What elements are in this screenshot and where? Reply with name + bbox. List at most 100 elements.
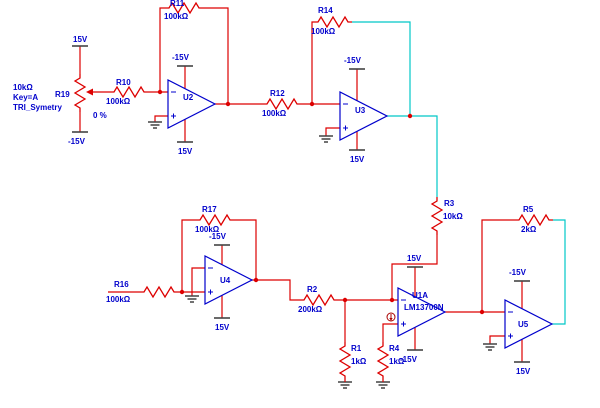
wire-net-r5-cyan[interactable] <box>552 219 566 325</box>
resistor-R5[interactable]: R5 2kΩ <box>515 205 553 234</box>
value-label: 100kΩ <box>311 27 336 36</box>
junction-dot <box>389 297 395 303</box>
resistor-body <box>140 285 178 299</box>
resistor-body <box>196 213 234 227</box>
power-neg-u5[interactable]: -15V <box>509 268 530 309</box>
ground-bars <box>319 135 333 143</box>
part-label: LM13700N <box>404 303 444 312</box>
ref-label: R19 <box>55 90 70 99</box>
ref-label: R4 <box>389 344 400 353</box>
ground-bars <box>483 343 497 351</box>
junction-dot <box>253 277 259 283</box>
power-pos-u4[interactable]: 15V <box>214 295 230 332</box>
opamp-U1A[interactable]: U1A LM13700N <box>386 287 447 337</box>
resistor-R17[interactable]: R17 100kΩ <box>195 205 234 234</box>
wire-feedback-r17[interactable] <box>181 219 257 292</box>
wire-net-r14-cyan[interactable] <box>352 21 411 116</box>
potentiometer-R19[interactable]: R19 10kΩ Key=A TRI_Symetry 0 % <box>13 74 110 120</box>
bias-arrowhead <box>389 318 393 321</box>
resistor-R11[interactable]: R11 100kΩ <box>164 0 203 21</box>
value-label: 10kΩ <box>443 212 463 221</box>
ref-label: R5 <box>523 205 534 214</box>
wire-u4-r2[interactable] <box>252 279 300 301</box>
triangle-body <box>167 79 217 129</box>
power-label: 15V <box>407 254 422 263</box>
segment <box>203 7 229 104</box>
resistor-R12[interactable]: R12 100kΩ <box>262 89 301 118</box>
ref-label: U1A <box>412 291 428 300</box>
opamp-U2[interactable]: U2 <box>167 79 217 129</box>
power-neg-u3[interactable]: -15V <box>344 56 365 101</box>
junction-dot <box>479 309 485 315</box>
segment <box>489 335 505 344</box>
value-label: 2kΩ <box>521 225 537 234</box>
wire-feedback-r14-tap[interactable] <box>311 21 314 104</box>
wire-u3-output-cyan[interactable] <box>387 115 438 197</box>
segment <box>391 235 438 300</box>
power-label: -15V <box>400 355 418 364</box>
ground-u4[interactable] <box>185 267 205 303</box>
power-neg-u2[interactable]: -15V <box>172 53 193 89</box>
power-neg-pot[interactable]: -15V <box>68 112 88 146</box>
value-label: 100kΩ <box>106 97 131 106</box>
power-pos-u5[interactable]: 15V <box>514 339 531 376</box>
resistor-body <box>73 74 87 112</box>
ground-u2[interactable] <box>148 115 168 129</box>
wire-feedback-r5[interactable] <box>481 219 515 312</box>
ground-u5[interactable] <box>483 335 505 351</box>
resistor-R1[interactable]: R1 1kΩ <box>338 342 367 380</box>
segment <box>234 219 257 280</box>
segment <box>159 7 165 92</box>
wire-feedback-r11[interactable] <box>159 7 229 104</box>
power-label: -15V <box>172 53 190 62</box>
value-label: 100kΩ <box>262 109 287 118</box>
ref-label: R2 <box>307 285 318 294</box>
ref-label: R3 <box>444 199 455 208</box>
power-neg-u1a[interactable]: -15V <box>400 327 423 364</box>
ground-r4[interactable] <box>376 380 390 389</box>
ref-label: U2 <box>183 93 194 102</box>
ground-u3[interactable] <box>319 127 340 143</box>
segment <box>387 115 438 197</box>
opamp-U4[interactable]: U4 <box>204 255 254 305</box>
value-label: 1kΩ <box>389 357 405 366</box>
power-neg-u4[interactable]: -15V <box>209 232 230 265</box>
segment <box>181 219 196 292</box>
ref-label: R16 <box>114 280 129 289</box>
value-label: 200kΩ <box>298 305 323 314</box>
resistor-body <box>376 342 390 380</box>
resistor-R3[interactable]: R3 10kΩ <box>430 197 463 235</box>
junction-dot <box>342 297 348 303</box>
power-label: -15V <box>509 268 527 277</box>
power-label: 15V <box>350 155 365 164</box>
resistor-R4[interactable]: R4 1kΩ <box>376 342 405 380</box>
power-pos-u3[interactable]: 15V <box>349 131 365 164</box>
triangle-body <box>504 299 554 349</box>
power-pos-pot[interactable]: 15V <box>72 35 88 74</box>
resistor-R16[interactable]: R16 100kΩ <box>106 280 178 304</box>
power-pos-u1a[interactable]: 15V <box>407 254 423 297</box>
segment <box>311 21 314 104</box>
ground-bars <box>338 381 352 389</box>
ground-bars <box>148 121 162 129</box>
junction-dot <box>225 101 231 107</box>
wire-r4-u1a[interactable] <box>382 323 398 342</box>
value-label: 10kΩ <box>13 83 33 92</box>
value-label: 100kΩ <box>164 12 189 21</box>
opamp-U3[interactable]: U3 <box>339 91 389 141</box>
ref-label: R10 <box>116 78 131 87</box>
resistor-R14[interactable]: R14 100kΩ <box>311 6 352 36</box>
power-pos-u2[interactable]: 15V <box>177 119 193 156</box>
wire-r3-u1a[interactable] <box>391 235 438 300</box>
opamp-U5[interactable]: U5 <box>504 299 554 349</box>
segment <box>382 323 398 342</box>
resistor-R2[interactable]: R2 200kΩ <box>298 285 338 314</box>
junction-dots <box>157 89 485 315</box>
triangle-body <box>204 255 254 305</box>
value-label: 1kΩ <box>351 357 367 366</box>
ref-label: R17 <box>202 205 217 214</box>
resistor-body <box>314 15 352 29</box>
ground-r1[interactable] <box>338 380 352 389</box>
resistor-R10[interactable]: R10 100kΩ <box>106 78 148 106</box>
